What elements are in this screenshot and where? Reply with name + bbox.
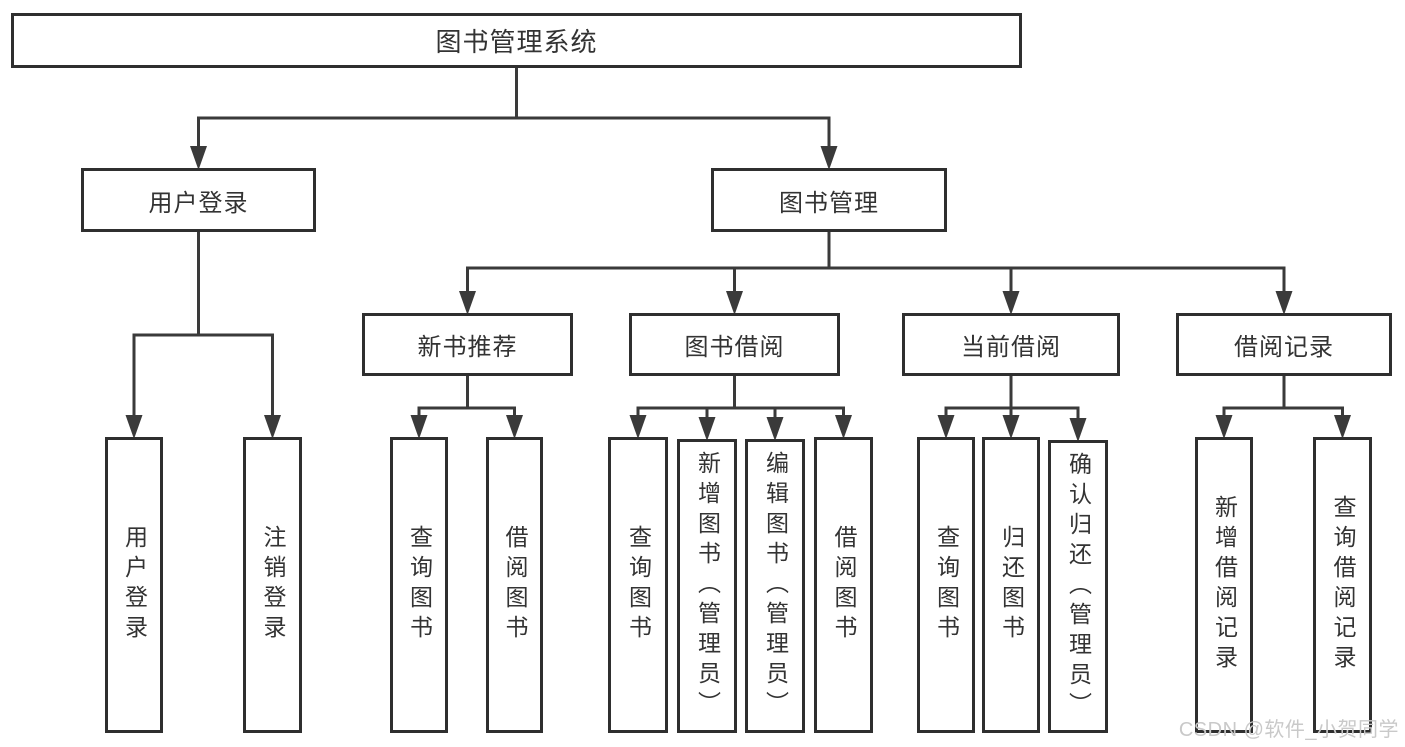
arrowhead-down-icon: [766, 417, 784, 441]
node-user-login: 用户登录: [81, 168, 316, 232]
node-leaf-query-books-current: 查询图书: [917, 437, 975, 733]
node-book-mgmt: 图书管理: [711, 168, 947, 232]
node-root: 图书管理系统: [11, 13, 1022, 68]
node-label: 借阅图书: [831, 525, 857, 645]
node-label: 查询图书: [406, 525, 433, 645]
node-leaf-logout: 注销登录: [243, 437, 302, 733]
node-label: 查询图书: [933, 525, 960, 645]
node-new-book-rec: 新书推荐: [362, 313, 573, 376]
node-label: 借阅记录: [1234, 334, 1334, 361]
node-label: 当前借阅: [961, 334, 1061, 361]
arrowhead-down-icon: [264, 415, 281, 439]
node-label: 新增图书（管理员）: [694, 451, 721, 721]
node-leaf-add-borrow-record: 新增借阅记录: [1195, 437, 1253, 733]
node-leaf-borrow-books-borrow: 借阅图书: [814, 437, 873, 733]
node-leaf-borrow-books-rec: 借阅图书: [486, 437, 543, 733]
node-borrow-records: 借阅记录: [1176, 313, 1392, 376]
arrowhead-down-icon: [726, 291, 743, 315]
arrowhead-down-icon: [820, 146, 838, 170]
node-label: 编辑图书（管理员）: [762, 451, 789, 721]
node-leaf-query-books-rec: 查询图书: [390, 437, 448, 733]
node-leaf-user-login: 用户登录: [105, 437, 163, 733]
node-label: 图书管理: [779, 189, 879, 217]
arrowhead-down-icon: [1215, 415, 1233, 439]
arrowhead-down-icon: [1002, 415, 1020, 439]
node-leaf-query-borrow-record: 查询借阅记录: [1313, 437, 1372, 733]
arrowhead-down-icon: [1002, 291, 1020, 315]
node-label: 用户登录: [121, 525, 148, 645]
node-leaf-confirm-return: 确认归还（管理员）: [1048, 440, 1108, 733]
arrowhead-down-icon: [1334, 415, 1351, 439]
node-leaf-add-book-admin: 新增图书（管理员）: [677, 439, 737, 733]
arrowhead-down-icon: [459, 291, 476, 315]
arrowhead-down-icon: [410, 415, 428, 439]
node-book-borrow: 图书借阅: [629, 313, 840, 376]
node-label: 图书借阅: [684, 334, 785, 361]
node-label: 用户登录: [148, 189, 249, 217]
watermark: CSDN @软件_小贺同学: [1178, 719, 1399, 741]
node-label: 新书推荐: [417, 334, 518, 361]
node-label: 借阅图书: [502, 525, 528, 645]
node-leaf-return-book: 归还图书: [982, 437, 1040, 733]
node-leaf-edit-book-admin: 编辑图书（管理员）: [745, 439, 805, 733]
node-label: 注销登录: [260, 525, 286, 645]
node-label: 查询借阅记录: [1330, 495, 1356, 675]
node-label: 查询图书: [625, 525, 652, 645]
node-current-borrow: 当前借阅: [902, 313, 1120, 376]
arrowhead-down-icon: [125, 415, 143, 439]
node-label: 归还图书: [998, 525, 1025, 645]
node-label: 图书管理系统: [435, 27, 598, 57]
arrowhead-down-icon: [1275, 291, 1293, 315]
arrowhead-down-icon: [629, 415, 647, 439]
node-label: 新增借阅记录: [1211, 495, 1238, 675]
arrowhead-down-icon: [835, 415, 852, 439]
node-label: 确认归还（管理员）: [1065, 451, 1092, 722]
arrowhead-down-icon: [698, 417, 716, 441]
arrowhead-down-icon: [190, 146, 207, 170]
arrowhead-down-icon: [506, 415, 523, 439]
arrowhead-down-icon: [937, 415, 955, 439]
arrowhead-down-icon: [1069, 418, 1087, 442]
node-leaf-query-books-borrow: 查询图书: [608, 437, 668, 733]
